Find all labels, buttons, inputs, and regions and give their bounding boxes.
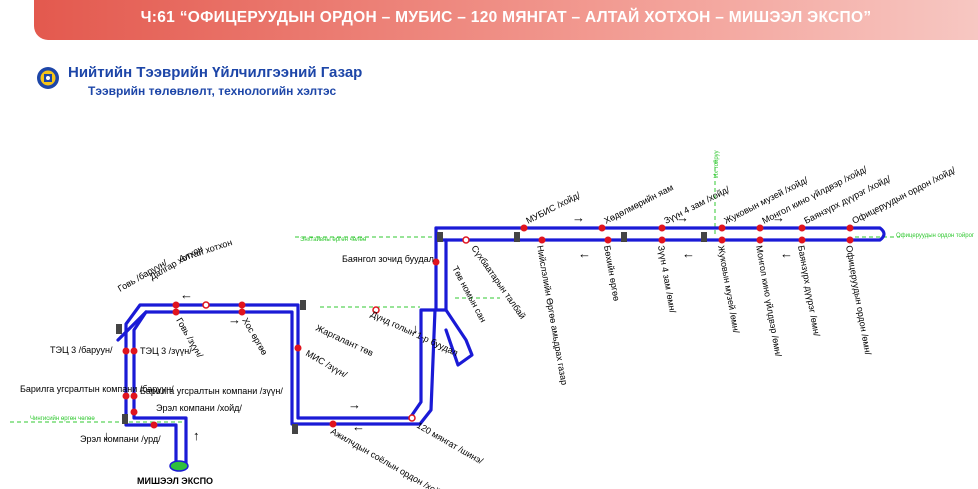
direction-arrows: → ← → ← → ← ← → ← → ↓ ↑ ↓ [103,210,793,443]
arrow-right: → [676,210,689,225]
stop-label: Барилга угсралтын компани /зүүн/ [140,386,283,396]
street-label-top-left: Энхтайвны өргөн чөлөө [300,236,367,243]
organization-name: Нийтийн Тээврийн Үйлчилгээний Газар [68,64,363,81]
stop-label: Баянгол зочид буудал [342,254,434,264]
stop-label: Монгол кино үйлдвэр /өмн/ [754,245,784,358]
stop-label: Жаргалант төв [314,323,375,358]
stops [122,224,854,429]
stop-label: МИС /зүүн/ [304,348,349,380]
street-guides [10,160,900,423]
arrow-left: ← [352,419,365,434]
arrow-left: ← [180,287,193,302]
stop-label: Барилга угсралтын компани /баруун/ [20,384,174,394]
arrow-left: ← [682,246,695,261]
arrow-right: → [772,210,785,225]
title-banner: Ч:61 “ОФИЦЕРУУДЫН ОРДОН – МУБИС – 120 МЯ… [34,0,978,40]
stop-label: Зүүн 4 зам /өмн/ [656,245,678,315]
stop-label: Офицеруудын ордон /өмн/ [844,245,873,357]
stop-label: Нийслэлийн Өргөө амьдрах газар [535,245,569,386]
organization-department: Тээврийн төлөвлөлт, технологийн хэлтэс [88,84,337,98]
stop-label: Хос өргөө [240,316,269,357]
stop-label: Эрэл компани /хойд/ [156,403,242,413]
stop-label: Бөхийн өргөө [602,245,622,302]
street-label-bottom-left: Чингисийн өргөн чөлөө [30,415,95,422]
stop-label: Жуковын музей /өмн/ [716,245,741,335]
bus-stop-signs [116,232,707,434]
stop-label: Эрэл компани /урд/ [80,434,161,444]
arrow-right: → [228,312,241,327]
terminal-label: МИШЭЭЛ ЭКСПО [137,476,213,486]
minor-stops [202,236,470,422]
stop-label: ТЭЦ 3 /зүүн/ [140,346,192,356]
arrow-down: ↓ [103,428,110,443]
stop-label: 120 мянгат /шинэ/ [415,420,485,466]
stop-label: Баянзүрх дүүрэг /өмн/ [796,245,822,338]
route-line [116,226,886,468]
street-label-right-end: Офицеруудын ордон тойрог [896,232,975,239]
route-title: Ч:61 “ОФИЦЕРУУДЫН ОРДОН – МУБИС – 120 МЯ… [140,9,872,26]
stop-label: Төв номын сан [450,264,488,324]
arrow-down: ↓ [412,321,419,336]
arrow-left: ← [780,246,793,261]
city-emblem-icon [37,67,59,89]
arrow-right: → [572,210,585,225]
terminal-marker [169,460,189,472]
street-label-top-vertical: Их тойруу [713,150,720,178]
arrow-right: → [348,397,361,412]
arrow-up: ↑ [193,428,200,443]
arrow-left: ← [578,246,591,261]
stop-label: ТЭЦ 3 /баруун/ [50,345,113,355]
